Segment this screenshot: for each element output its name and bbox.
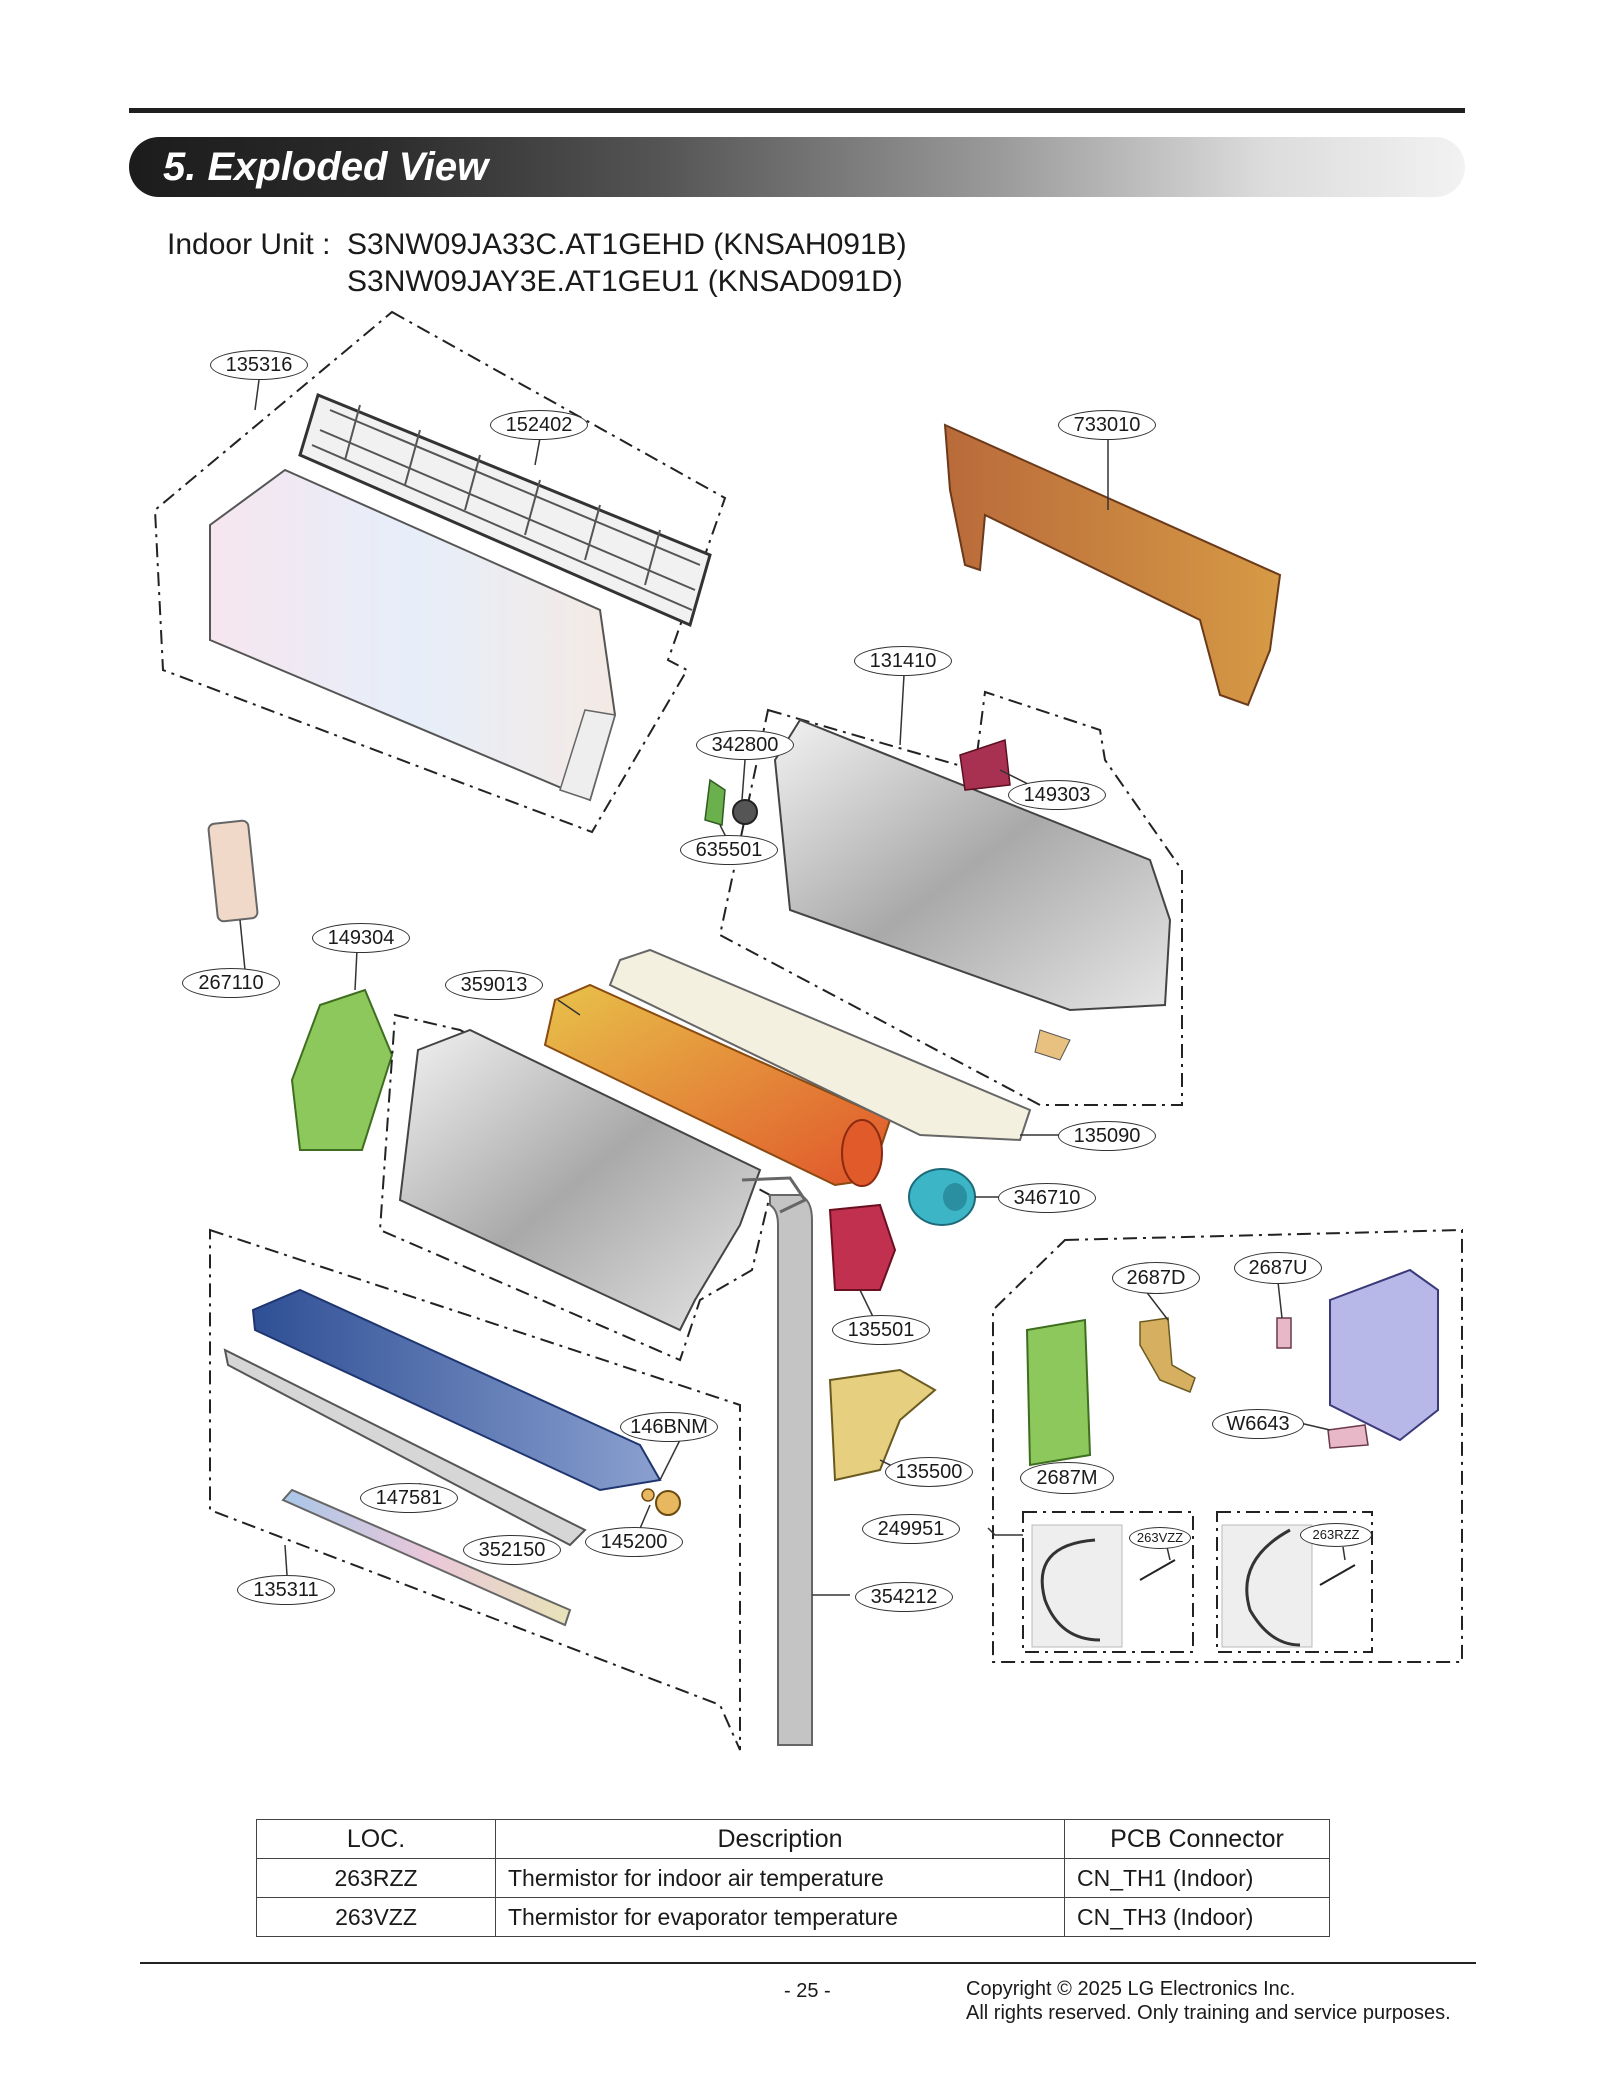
callout-2687U: 2687U bbox=[1234, 1252, 1322, 1284]
callout-145200: 145200 bbox=[585, 1527, 683, 1557]
callout-635501: 635501 bbox=[680, 835, 778, 865]
exploded-view-diagram bbox=[153, 310, 1463, 1751]
motor-cover bbox=[828, 1203, 897, 1291]
callout-346710: 346710 bbox=[998, 1183, 1096, 1213]
bearing bbox=[732, 799, 758, 825]
bottom-rule bbox=[140, 1962, 1476, 1964]
callout-W6643: W6643 bbox=[1212, 1409, 1304, 1439]
top-rule bbox=[129, 108, 1465, 113]
main-pcb bbox=[1025, 1318, 1092, 1467]
callout-131410: 131410 bbox=[854, 646, 952, 676]
thermistor-box-263rzz bbox=[1216, 1511, 1373, 1653]
section-banner: 5. Exploded View bbox=[129, 137, 1465, 197]
table-header-loc: LOC. bbox=[256, 1819, 496, 1859]
table-header-pcb-connector: PCB Connector bbox=[1064, 1819, 1330, 1859]
front-panel-group-outline bbox=[153, 310, 727, 834]
callout-733010: 733010 bbox=[1058, 410, 1156, 440]
table-header-row: LOC. Description PCB Connector bbox=[256, 1819, 1330, 1859]
table-cell-loc: 263RZZ bbox=[256, 1858, 496, 1898]
sensor-pcb bbox=[1276, 1317, 1292, 1349]
table-row: 263VZZ Thermistor for evaporator tempera… bbox=[256, 1897, 1330, 1937]
callout-354212: 354212 bbox=[855, 1582, 953, 1612]
table-cell-pcb: CN_TH1 (Indoor) bbox=[1064, 1858, 1330, 1898]
thermistor-photo-1 bbox=[1031, 1524, 1123, 1648]
connector-wire bbox=[1327, 1424, 1369, 1449]
callout-152402: 152402 bbox=[490, 410, 588, 440]
table-cell-loc: 263VZZ bbox=[256, 1897, 496, 1937]
callout-149303: 149303 bbox=[1008, 780, 1106, 810]
callout-135501: 135501 bbox=[832, 1315, 930, 1345]
callout-135090: 135090 bbox=[1058, 1121, 1156, 1151]
chassis bbox=[773, 718, 1172, 1012]
remote-control bbox=[207, 819, 259, 923]
chassis-group-outline bbox=[718, 690, 1183, 1106]
copyright-line-2: All rights reserved. Only training and s… bbox=[966, 2002, 1451, 2024]
callout-2687M: 2687M bbox=[1020, 1462, 1114, 1494]
copyright-line-1: Copyright © 2025 LG Electronics Inc. bbox=[966, 1978, 1296, 2000]
evaporator bbox=[398, 1028, 762, 1332]
callout-146BNM: 146BNM bbox=[620, 1412, 718, 1442]
callout-135316: 135316 bbox=[210, 350, 308, 380]
electrical-group-outline bbox=[992, 1228, 1463, 1663]
model-label: Indoor Unit : bbox=[167, 228, 331, 261]
control-box bbox=[1329, 1268, 1439, 1442]
callout-149304: 149304 bbox=[312, 923, 410, 953]
table-cell-pcb: CN_TH3 (Indoor) bbox=[1064, 1897, 1330, 1937]
callout-135500: 135500 bbox=[885, 1457, 973, 1487]
callout-263RZZ: 263RZZ bbox=[1300, 1523, 1372, 1547]
stepping-motor bbox=[655, 1490, 681, 1516]
side-cover bbox=[290, 988, 394, 1151]
drain-pan bbox=[608, 948, 1032, 1142]
callout-263VZZ: 263VZZ bbox=[1129, 1527, 1191, 1549]
callout-135311: 135311 bbox=[237, 1575, 335, 1605]
model-line-1: S3NW09JA33C.AT1GEHD (KNSAH091B) bbox=[347, 228, 907, 261]
drain-pipe bbox=[769, 1194, 813, 1746]
callout-147581: 147581 bbox=[360, 1483, 458, 1513]
callout-342800: 342800 bbox=[696, 730, 794, 760]
callout-249951: 249951 bbox=[862, 1514, 960, 1544]
horizontal-vane bbox=[223, 1348, 587, 1547]
vane-group-outline bbox=[209, 1228, 741, 1751]
table-cell-description: Thermistor for evaporator temperature bbox=[495, 1897, 1065, 1937]
table-row: 263RZZ Thermistor for indoor air tempera… bbox=[256, 1858, 1330, 1898]
model-line-2: S3NW09JAY3E.AT1GEU1 (KNSAD091D) bbox=[347, 265, 903, 298]
bearing-holder bbox=[704, 778, 726, 826]
thermistor-table: LOC. Description PCB Connector 263RZZ Th… bbox=[256, 1819, 1330, 1937]
callout-359013: 359013 bbox=[445, 970, 543, 1000]
display-pcb bbox=[1139, 1317, 1196, 1393]
thermistor-photo-2 bbox=[1221, 1524, 1313, 1648]
back-plate bbox=[943, 423, 1282, 707]
control-box-cover bbox=[828, 1368, 937, 1482]
callout-267110: 267110 bbox=[182, 968, 280, 998]
swing-rod bbox=[281, 1488, 572, 1627]
table-header-description: Description bbox=[495, 1819, 1065, 1859]
callout-352150: 352150 bbox=[463, 1535, 561, 1565]
discharge-assembly bbox=[251, 1288, 662, 1492]
page-number: - 25 - bbox=[784, 1980, 831, 2002]
callout-2687D: 2687D bbox=[1112, 1262, 1200, 1294]
section-title: 5. Exploded View bbox=[163, 145, 489, 189]
thermistor-box-263vzz bbox=[1022, 1511, 1194, 1653]
table-cell-description: Thermistor for indoor air temperature bbox=[495, 1858, 1065, 1898]
